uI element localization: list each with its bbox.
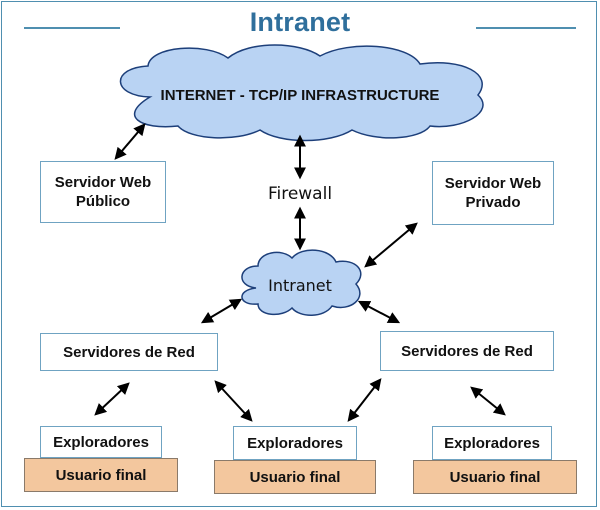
end-user-box-center: Usuario final <box>214 460 376 494</box>
network-servers-left-box: Servidores de Red <box>40 333 218 371</box>
browser-box-right: Exploradores <box>432 426 552 460</box>
intranet-cloud-shape <box>241 249 362 316</box>
end-user-box-left: Usuario final <box>24 458 178 492</box>
public-server-line1: Servidor Web <box>54 174 152 191</box>
arrow-intranet-netserver-right <box>357 300 401 324</box>
internet-cloud-shape <box>119 44 484 142</box>
network-servers-right-box: Servidores de Red <box>380 331 554 371</box>
diagram-title: Intranet <box>249 7 351 37</box>
arrow-intranet-netserver-left <box>200 298 243 324</box>
arrow-netright-browser-right <box>470 386 506 416</box>
private-server-line1: Servidor Web <box>444 175 542 192</box>
arrow-netleft-browser-left <box>94 382 130 416</box>
private-web-server-box: Servidor Web Privado <box>432 161 554 225</box>
internet-cloud-label: INTERNET - TCP/IP INFRASTRUCTURE <box>160 87 440 104</box>
browser-box-center: Exploradores <box>233 426 357 460</box>
private-server-line2: Privado <box>465 194 521 211</box>
browser-box-left: Exploradores <box>40 426 162 458</box>
public-server-line2: Público <box>75 193 131 210</box>
arrow-private-intranet <box>364 222 418 268</box>
firewall-label: Firewall <box>267 184 333 204</box>
public-web-server-box: Servidor Web Público <box>40 161 166 223</box>
arrow-netright-browser-center <box>347 378 382 422</box>
arrow-internet-public <box>114 123 146 160</box>
end-user-box-right: Usuario final <box>413 460 577 494</box>
intranet-cloud-label: Intranet <box>268 276 332 295</box>
arrow-netleft-browser-center <box>214 380 253 422</box>
